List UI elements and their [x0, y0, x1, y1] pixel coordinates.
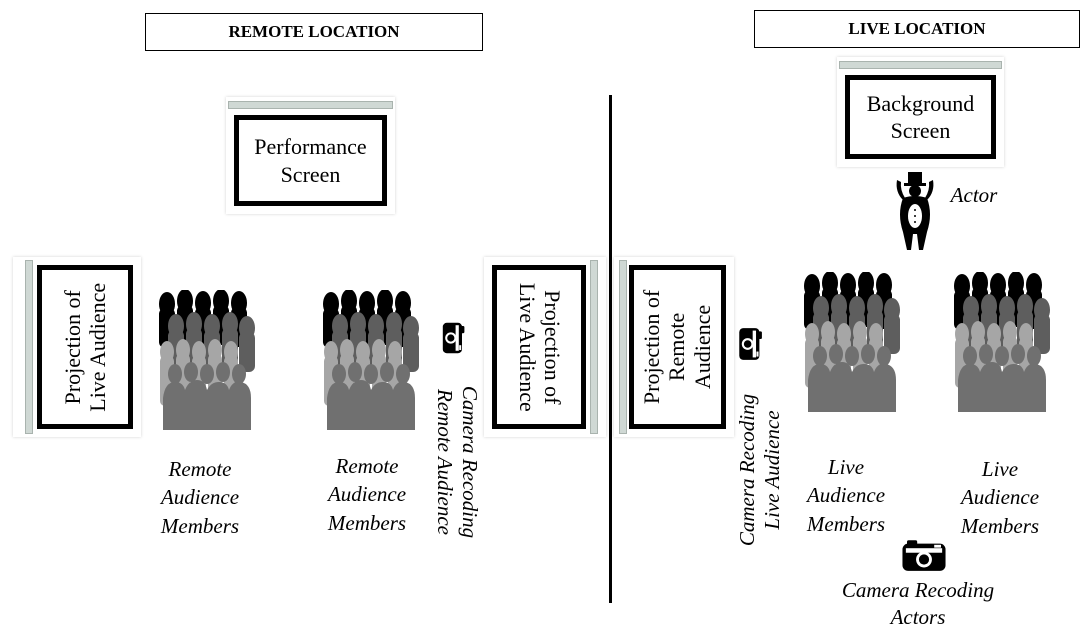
label-line: Live: [827, 455, 865, 479]
label-line: Actors: [890, 605, 946, 630]
projection-remote-line-2: Remote: [664, 312, 690, 382]
label-line: Audience: [160, 485, 240, 510]
screen-roller: [228, 101, 393, 109]
label-line: Remote Audience: [433, 389, 457, 535]
label-line: Remote: [335, 454, 399, 478]
label-line: Audience: [960, 485, 1040, 510]
label-line: Camera Recoding: [734, 393, 759, 547]
label-line: Live Audience: [760, 410, 784, 530]
projection-live-audience-center: Projection of Live Audience: [484, 257, 606, 437]
label-line: Members: [327, 510, 407, 535]
projection-left-line-2: Live Audience: [85, 282, 110, 412]
camera-icon: [442, 322, 465, 354]
screen-roller: [619, 260, 627, 434]
performance-screen-line-1: Performance: [254, 134, 367, 159]
projection-frame: Projection of Live Audience: [37, 265, 133, 429]
label-line: Remote: [168, 457, 232, 481]
label-line: Audience: [327, 482, 407, 507]
projection-frame: Projection of Remote Audience: [629, 265, 726, 429]
audience-crowd-icon: [802, 272, 902, 412]
screen-roller: [839, 61, 1002, 69]
projection-left-line-1: Projection of: [59, 289, 85, 405]
projection-remote-line-3: Audience: [690, 304, 716, 390]
background-screen-frame: Background Screen: [845, 75, 996, 159]
audience-crowd-icon: [321, 290, 421, 430]
remote-audience-members-label-2: Remote Audience Members: [307, 452, 427, 537]
label-line: Camera Recoding: [841, 578, 995, 602]
live-location-header: LIVE LOCATION: [754, 10, 1080, 48]
audience-crowd-icon: [952, 272, 1052, 412]
camera-remote-audience-label: Camera Recoding Remote Audience: [432, 386, 482, 538]
projection-remote-audience: Projection of Remote Audience: [614, 257, 734, 437]
actor-label: Actor: [950, 183, 998, 207]
actor-figure-icon: [896, 172, 934, 250]
live-audience-members-label-2: Live Audience Members: [940, 455, 1060, 540]
performance-screen-frame: Performance Screen: [234, 115, 387, 206]
location-divider: [609, 95, 612, 603]
label-line: Audience: [806, 483, 886, 508]
label-line: Camera Recoding: [458, 385, 483, 539]
projection-live-audience-left: Projection of Live Audience: [13, 257, 141, 437]
camera-live-audience-label: Camera Recoding Live Audience: [735, 394, 785, 546]
projection-center-line-2: Live Audience: [514, 282, 539, 412]
performance-screen-line-2: Screen: [280, 161, 341, 187]
camera-icon: [897, 538, 951, 572]
camera-icon: [739, 328, 762, 360]
remote-audience-members-label-1: Remote Audience Members: [140, 455, 260, 540]
background-screen-line-1: Background: [866, 90, 975, 116]
screen-roller: [25, 260, 33, 434]
label-line: Members: [806, 511, 886, 536]
remote-location-header: REMOTE LOCATION: [145, 13, 483, 51]
projection-center-line-1: Projection of: [539, 289, 565, 405]
screen-roller: [590, 260, 598, 434]
audience-crowd-icon: [157, 290, 257, 430]
label-line: Live: [981, 457, 1019, 481]
background-screen-line-2: Screen: [890, 118, 951, 143]
projection-remote-line-1: Projection of: [639, 289, 665, 405]
live-audience-members-label-1: Live Audience Members: [786, 453, 906, 538]
label-line: Members: [960, 513, 1040, 538]
background-screen: Background Screen: [837, 57, 1004, 167]
camera-actors-label: Camera Recoding Actors: [818, 577, 1018, 632]
performance-screen: Performance Screen: [226, 97, 395, 214]
label-line: Members: [160, 513, 240, 538]
projection-frame: Projection of Live Audience: [492, 265, 586, 429]
